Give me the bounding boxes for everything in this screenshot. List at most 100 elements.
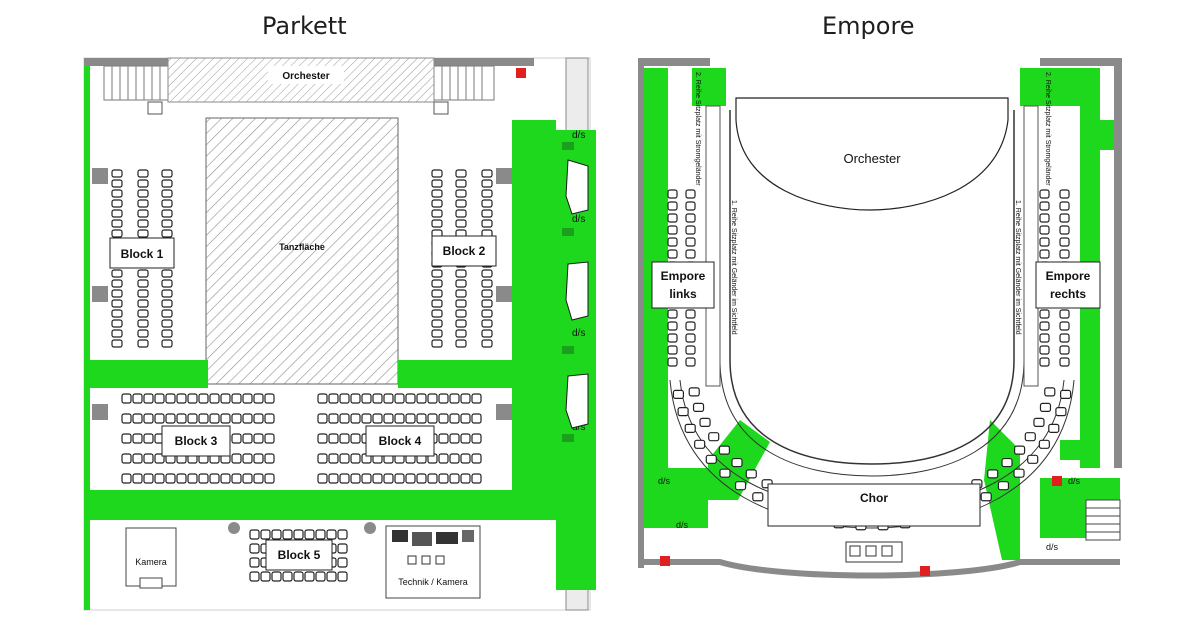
empore-orchester-label: Orchester: [843, 151, 901, 166]
seat-block5: [293, 529, 304, 540]
empore-ds-4: d/s: [1046, 542, 1059, 552]
seat-block2: [481, 169, 493, 178]
seat-block4: [416, 393, 427, 404]
seat-block4: [339, 453, 350, 464]
seat-block2: [455, 209, 467, 218]
block5-label: Block 5: [278, 548, 321, 562]
seat-block4: [427, 413, 438, 424]
seat-block4: [383, 413, 394, 424]
seat-empore-links: [667, 309, 678, 319]
seat-empore-links: [685, 321, 696, 331]
seat-block4: [317, 433, 328, 444]
seat-block3: [121, 473, 132, 484]
block4-label: Block 4: [379, 434, 422, 448]
seat-block4: [449, 393, 460, 404]
seat-block3: [264, 393, 275, 404]
seat-block2: [455, 269, 467, 278]
seat-block5: [337, 557, 348, 568]
seat-empore-links: [667, 225, 678, 235]
seat-block1: [111, 269, 123, 278]
empore-title: Empore: [822, 12, 915, 40]
seat-block2: [481, 289, 493, 298]
seat-block1: [161, 169, 173, 178]
seat-empore-links: [667, 333, 678, 343]
seat-block4: [328, 413, 339, 424]
seat-block2: [455, 309, 467, 318]
seat-block2: [455, 329, 467, 338]
seat-block4: [317, 393, 328, 404]
seat-empore-curve: [1027, 454, 1039, 464]
seat-block3: [187, 393, 198, 404]
seat-block1: [137, 299, 149, 308]
seat-block3: [132, 413, 143, 424]
seat-block4: [394, 413, 405, 424]
kamera-label: Kamera: [135, 557, 167, 567]
seat-block4: [438, 453, 449, 464]
seat-empore-curve: [1001, 457, 1013, 468]
seat-block4: [405, 413, 416, 424]
seat-empore-links: [667, 201, 678, 211]
seat-block2: [431, 339, 443, 348]
seat-block3: [187, 473, 198, 484]
empore-links-l2: links: [669, 287, 697, 301]
seat-block3: [165, 473, 176, 484]
seat-empore-links: [667, 321, 678, 331]
seat-block2: [455, 289, 467, 298]
seat-block2: [455, 299, 467, 308]
seat-empore-curve: [718, 445, 731, 455]
seat-block3: [154, 413, 165, 424]
seat-block2: [455, 319, 467, 328]
seat-block2: [431, 169, 443, 178]
seat-block2: [481, 179, 493, 188]
seat-block4: [372, 413, 383, 424]
seat-block3: [231, 473, 242, 484]
seat-block3: [132, 393, 143, 404]
seat-empore-curve: [672, 389, 685, 400]
seat-block3: [143, 393, 154, 404]
seat-block4: [471, 473, 482, 484]
seat-block2: [455, 279, 467, 288]
ds-label-3: d/s: [572, 328, 585, 339]
seat-empore-curve: [677, 407, 689, 417]
seat-block5: [249, 571, 260, 582]
tanzflaeche-label: Tanzfläche: [279, 242, 325, 252]
seat-empore-curve: [731, 457, 743, 468]
seat-block4: [317, 473, 328, 484]
seat-block1: [137, 339, 149, 348]
seat-empore-rechts: [1039, 333, 1050, 343]
seat-block4: [350, 413, 361, 424]
seat-block1: [111, 169, 123, 178]
seat-block3: [176, 473, 187, 484]
empore-rechts-l2: rechts: [1050, 287, 1086, 301]
seat-block1: [111, 209, 123, 218]
seat-empore-links: [667, 237, 678, 247]
parkett-plan: Orchester Tanzfläche Block 1 Block 2 Blo…: [83, 57, 596, 611]
seat-block4: [471, 413, 482, 424]
seat-block4: [449, 413, 460, 424]
seat-block5: [249, 529, 260, 540]
seat-empore-rechts: [1059, 189, 1070, 199]
seat-empore-rechts: [1059, 333, 1070, 343]
seat-block3: [264, 473, 275, 484]
seat-empore-curve: [692, 402, 705, 412]
seat-block5: [337, 529, 348, 540]
seat-block5: [293, 571, 304, 582]
seat-block1: [111, 299, 123, 308]
seat-empore-rechts: [1059, 201, 1070, 211]
seat-block3: [231, 453, 242, 464]
seat-empore-rechts: [1039, 357, 1050, 367]
seat-empore-curve: [1048, 423, 1060, 433]
seat-block2: [431, 289, 443, 298]
seat-empore-rechts: [1059, 237, 1070, 247]
seat-empore-links: [685, 225, 696, 235]
seat-block4: [460, 393, 471, 404]
seat-block4: [361, 393, 372, 404]
empore-ds-3: d/s: [676, 520, 689, 530]
seat-block4: [361, 473, 372, 484]
seat-block4: [438, 473, 449, 484]
seat-block2: [455, 169, 467, 178]
seat-block1: [137, 169, 149, 178]
seat-block1: [111, 279, 123, 288]
seat-empore-curve: [694, 439, 706, 449]
